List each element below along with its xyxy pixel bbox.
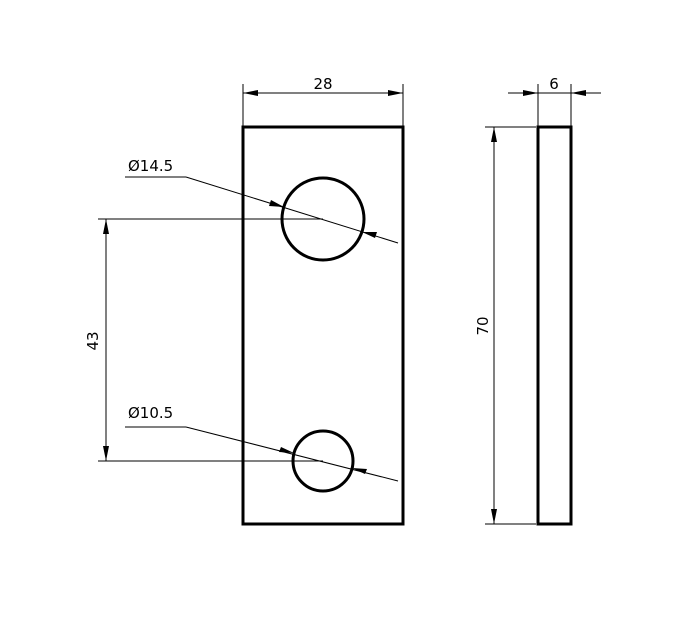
thickness-dimension-label: 6 (549, 75, 559, 93)
hole-spacing-dimension: 43 (84, 218, 323, 462)
small-hole-diameter-leader: Ø10.5 (125, 404, 399, 482)
height-dimension-label: 70 (474, 316, 492, 335)
width-dimension-label: 28 (313, 75, 332, 93)
thickness-dimension: 6 (508, 75, 601, 126)
height-dimension: 70 (474, 126, 536, 525)
large-hole-diameter-leader: Ø14.5 (125, 157, 399, 244)
small-hole-diameter-label: Ø10.5 (128, 404, 173, 422)
hole-spacing-label: 43 (84, 331, 102, 350)
plate-side-outline (536, 125, 573, 526)
width-dimension: 28 (242, 75, 404, 126)
plate-front-outline (241, 125, 405, 526)
large-hole-diameter-label: Ø14.5 (128, 157, 173, 175)
